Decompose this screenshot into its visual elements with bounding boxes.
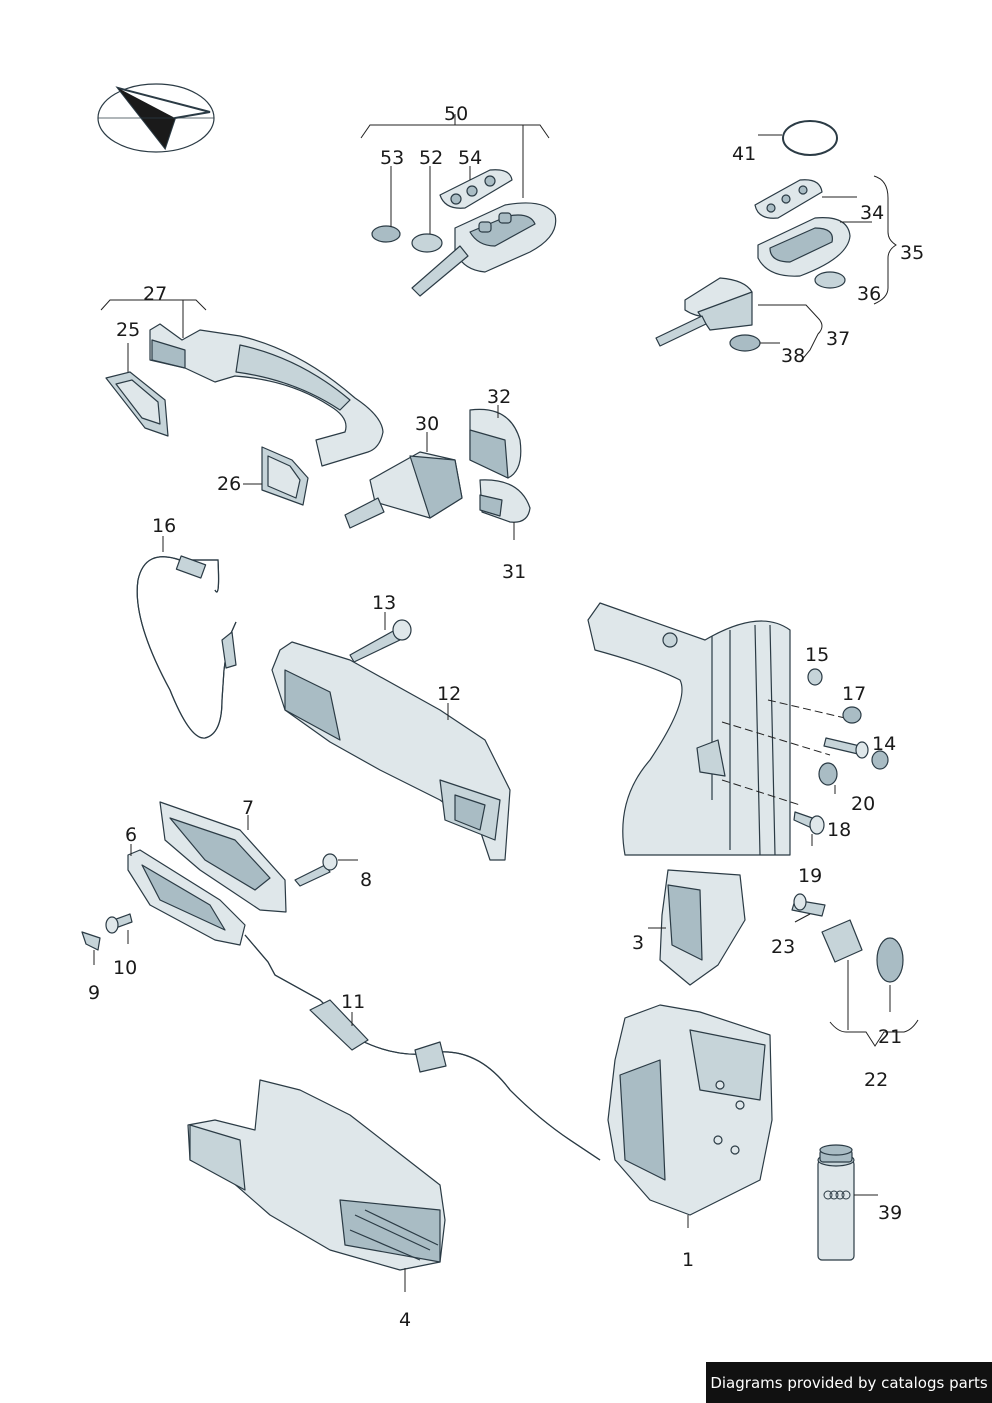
callout-30: 30 [415, 413, 439, 435]
callout-54: 54 [458, 147, 482, 169]
callout-1: 1 [682, 1249, 694, 1271]
remote-set-35 [655, 120, 897, 363]
key-set-50 [360, 114, 557, 297]
callout-21: 21 [878, 1026, 902, 1048]
callout-15: 15 [805, 644, 829, 666]
handle-carrier-12 [271, 612, 511, 861]
callout-16: 16 [152, 515, 176, 537]
door-lock-1 [607, 1004, 773, 1228]
callout-6: 6 [125, 824, 137, 846]
callout-4: 4 [399, 1309, 411, 1331]
orientation-logo [97, 83, 215, 153]
outer-handle-27 [100, 299, 384, 506]
callout-7: 7 [242, 797, 254, 819]
callout-41: 41 [732, 143, 756, 165]
inner-handle-7 [127, 801, 358, 946]
screw-10 [81, 913, 133, 965]
attribution-text: Diagrams provided by catalogs parts [710, 1373, 988, 1392]
callout-36: 36 [857, 283, 881, 305]
callout-3: 3 [632, 932, 644, 954]
callout-14: 14 [872, 733, 896, 755]
callout-38: 38 [781, 345, 805, 367]
door-frame [587, 602, 889, 856]
callout-27: 27 [143, 283, 167, 305]
callout-10: 10 [113, 957, 137, 979]
callout-35: 35 [900, 242, 924, 264]
callout-26: 26 [217, 473, 241, 495]
callout-37: 37 [826, 328, 850, 350]
callout-31: 31 [502, 561, 526, 583]
callout-labels: 50 53 52 54 41 34 35 36 37 38 27 25 26 3… [88, 103, 924, 1331]
callout-22: 22 [864, 1069, 888, 1091]
callout-8: 8 [360, 869, 372, 891]
attribution-banner: Diagrams provided by catalogs parts [706, 1362, 992, 1403]
spray-can-39 [817, 1144, 878, 1261]
bowden-cable-11 [244, 934, 601, 1161]
lock-cylinder-30 [344, 405, 531, 540]
callout-25: 25 [116, 319, 140, 341]
callout-32: 32 [487, 386, 511, 408]
callout-13: 13 [372, 592, 396, 614]
callout-34: 34 [860, 202, 884, 224]
callout-23: 23 [771, 936, 795, 958]
callout-11: 11 [341, 991, 365, 1013]
callout-18: 18 [827, 819, 851, 841]
callout-9: 9 [88, 982, 100, 1004]
lock-housing-3 [648, 869, 919, 1047]
callout-52: 52 [419, 147, 443, 169]
callout-50: 50 [444, 103, 468, 125]
callout-20: 20 [851, 793, 875, 815]
callout-39: 39 [878, 1202, 902, 1224]
cable-16 [136, 536, 237, 739]
handle-housing-4 [187, 1079, 446, 1292]
callout-19: 19 [798, 865, 822, 887]
callout-17: 17 [842, 683, 866, 705]
callout-53: 53 [380, 147, 404, 169]
callout-12: 12 [437, 683, 461, 705]
